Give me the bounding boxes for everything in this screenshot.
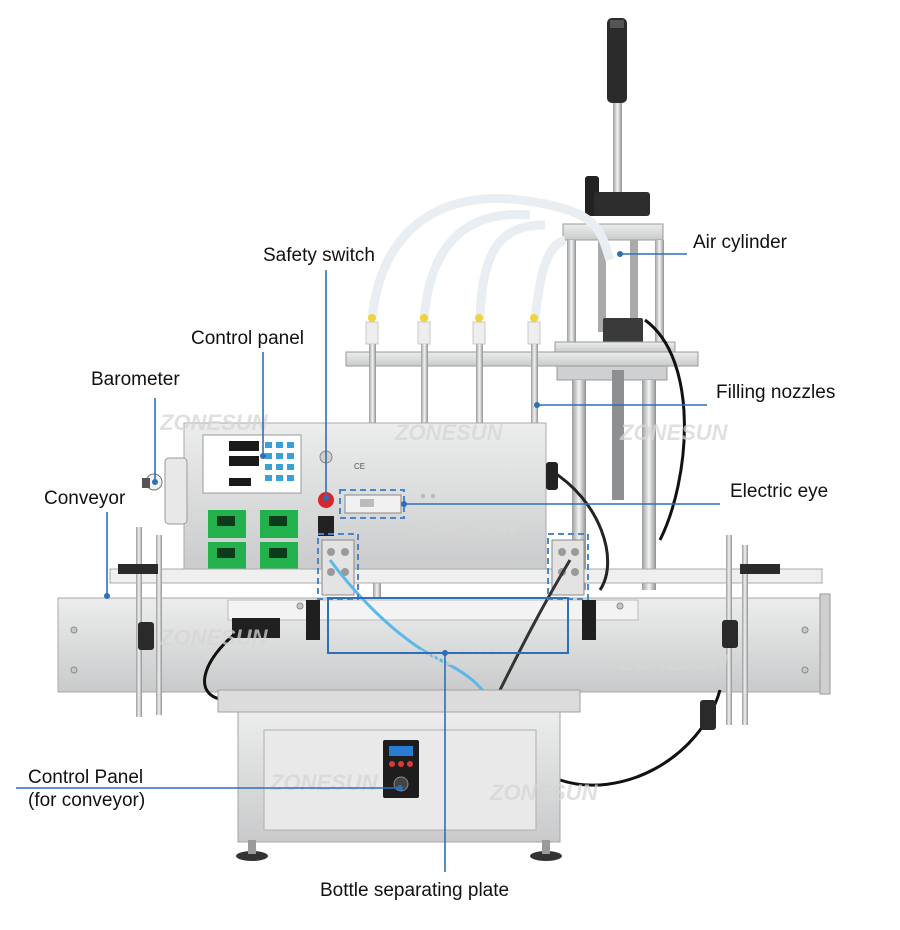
barometer <box>142 457 188 525</box>
watermark-text: ZONESUN <box>394 645 504 670</box>
electric-eye-highlight <box>339 489 405 519</box>
label-control-panel-conveyor-line2: (for conveyor) <box>28 790 146 811</box>
base-cabinet <box>217 689 581 861</box>
watermark-text: ZONESUN <box>394 420 504 445</box>
label-safety-switch: Safety switch <box>263 245 375 266</box>
label-bottle-separating-plate: Bottle separating plate <box>320 880 510 901</box>
svg-text:CE: CE <box>354 462 365 471</box>
label-electric-eye: Electric eye <box>730 481 829 502</box>
bottle-separating-plate <box>232 539 596 640</box>
watermark-text: ZONESUN <box>159 625 269 650</box>
filling-nozzles <box>345 194 699 626</box>
watermark-text: ZONESUN <box>269 770 379 795</box>
label-filling-nozzles: Filling nozzles <box>716 382 836 403</box>
label-barometer: Barometer <box>91 369 180 390</box>
label-control-panel-conveyor-line1: Control Panel <box>28 767 144 788</box>
air-cylinder <box>554 18 676 353</box>
label-air-cylinder: Air cylinder <box>693 232 787 253</box>
control-cabinet: CE <box>183 422 558 576</box>
watermark-text: ZONESUN <box>619 420 729 445</box>
green-modules <box>208 510 298 570</box>
label-conveyor: Conveyor <box>44 488 126 509</box>
conveyor <box>57 318 831 787</box>
watermark-text: ZONESUN <box>159 410 269 435</box>
watermark-text: ZONESUN <box>409 515 519 540</box>
conveyor-controller <box>383 740 419 798</box>
watermark-text: ZONESUN <box>619 650 729 675</box>
label-control-panel: Control panel <box>191 328 305 349</box>
watermark-text: ZONESUN <box>489 780 599 805</box>
